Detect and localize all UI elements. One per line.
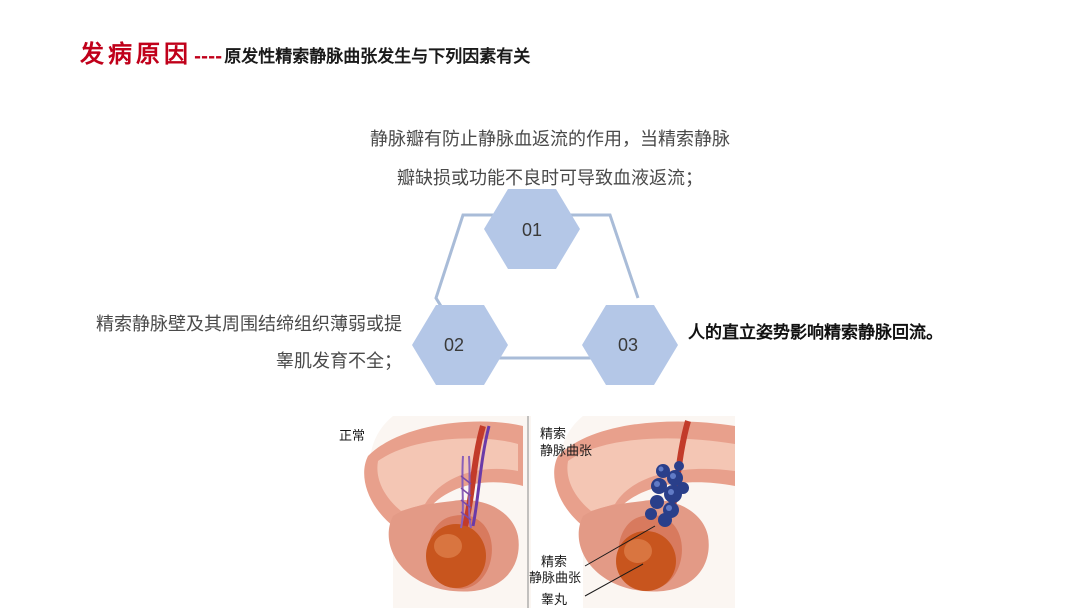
hexagon-02: 02 <box>412 305 508 385</box>
anatomy-illustration: 正常 精索 静脉曲张 精索 静脉曲张 睾丸 <box>333 416 735 608</box>
cause-valve-line-2: 瓣缺损或功能不良时可导致血液返流； <box>397 168 703 189</box>
cause-posture-text: 人的直立姿势影响精索静脉回流。 <box>688 323 943 343</box>
hexagon-03-label: 03 <box>618 335 638 355</box>
connector-lines <box>566 213 640 299</box>
callout-varicocele-2: 静脉曲张 <box>529 571 581 586</box>
hexagon-02-label: 02 <box>444 335 464 355</box>
callout-line-testis <box>584 563 644 597</box>
cause-wall-text: 精索静脉壁及其周围结缔组织薄弱或提 睾肌发育不全； <box>40 306 402 380</box>
cause-wall-line-2: 睾肌发育不全； <box>276 351 402 372</box>
label-varicocele-2: 静脉曲张 <box>540 444 592 459</box>
label-normal: 正常 <box>339 429 365 444</box>
normal-panel: 正常 <box>333 416 523 608</box>
label-varicocele-1: 精索 <box>540 427 566 442</box>
callout-testis: 睾丸 <box>541 592 567 608</box>
cause-wall-line-1: 精索静脉壁及其周围结缔组织薄弱或提 <box>96 314 402 335</box>
cause-valve-text: 静脉瓣有防止静脉血返流的作用，当精索静脉 瓣缺损或功能不良时可导致血液返流； <box>320 120 780 198</box>
slide-title: 发病原因 ---- 原发性精索静脉曲张发生与下列因素有关 <box>80 34 530 69</box>
varicocele-panel: 精索 静脉曲张 精索 静脉曲张 睾丸 <box>529 416 735 608</box>
hexagon-01-label: 01 <box>522 220 542 240</box>
cause-valve-line-1: 静脉瓣有防止静脉血返流的作用，当精索静脉 <box>370 129 730 150</box>
title-main: 发病原因 <box>80 40 192 68</box>
title-separator: ---- <box>194 47 223 67</box>
hexagon-03: 03 <box>582 305 678 385</box>
callout-line-varicocele <box>584 525 656 567</box>
hexagon-01: 01 <box>484 189 580 269</box>
title-subtitle: 原发性精索静脉曲张发生与下列因素有关 <box>224 47 531 67</box>
callout-varicocele-1: 精索 <box>541 555 567 570</box>
